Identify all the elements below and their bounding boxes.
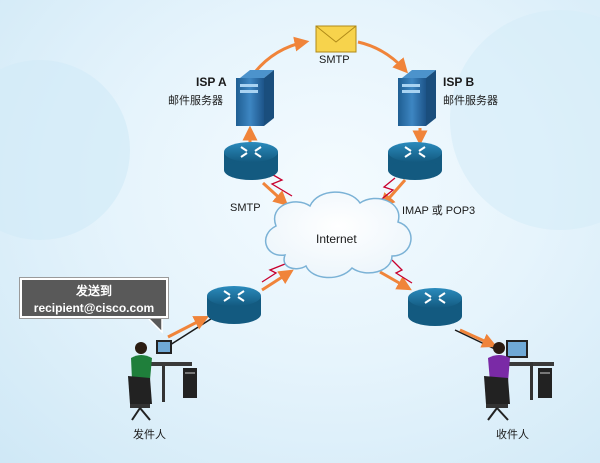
router-receiver-icon [408, 288, 462, 326]
isp-b-server-icon [398, 70, 436, 126]
router-isp-b-icon [388, 142, 442, 180]
router-isp-a-icon [224, 142, 278, 180]
isp-b-title: ISP B [443, 75, 475, 89]
internet-cloud-icon [265, 191, 412, 279]
send-to-tooltip: 发送到 recipient@cisco.com [20, 278, 168, 318]
tooltip-pointer [146, 317, 163, 334]
arrow-sender-to-router [167, 315, 210, 339]
arrow-ispa-to-envelope [253, 36, 310, 73]
arrow-router-to-receiver [459, 328, 498, 348]
arrow-envelope-to-ispb [357, 40, 409, 74]
receiver-label: 收件人 [496, 429, 529, 441]
sender-workstation-icon [128, 340, 197, 421]
arrow-router-to-cloud-2 [261, 269, 294, 292]
serial-links [261, 171, 413, 284]
isp-a-subtitle: 邮件服务器 [168, 95, 223, 107]
arrow-router-to-cloud [261, 181, 289, 207]
smtp-top-label: SMTP [319, 54, 350, 66]
envelope-icon [315, 25, 357, 53]
arrow-cloud-to-router-2 [379, 270, 412, 291]
isp-a-server-icon [236, 70, 274, 126]
internet-label: Internet [316, 232, 357, 246]
tooltip-line-2: recipient@cisco.com [33, 301, 155, 315]
tooltip-line-1: 发送到 [75, 284, 112, 298]
imap-pop3-label: IMAP 或 POP3 [402, 205, 476, 217]
receiver-workstation-icon [484, 340, 554, 421]
sender-label: 发件人 [133, 429, 166, 441]
router-sender-icon [207, 286, 261, 324]
smtp-left-label: SMTP [230, 202, 261, 214]
isp-a-title: ISP A [196, 75, 227, 89]
isp-b-subtitle: 邮件服务器 [443, 95, 498, 107]
